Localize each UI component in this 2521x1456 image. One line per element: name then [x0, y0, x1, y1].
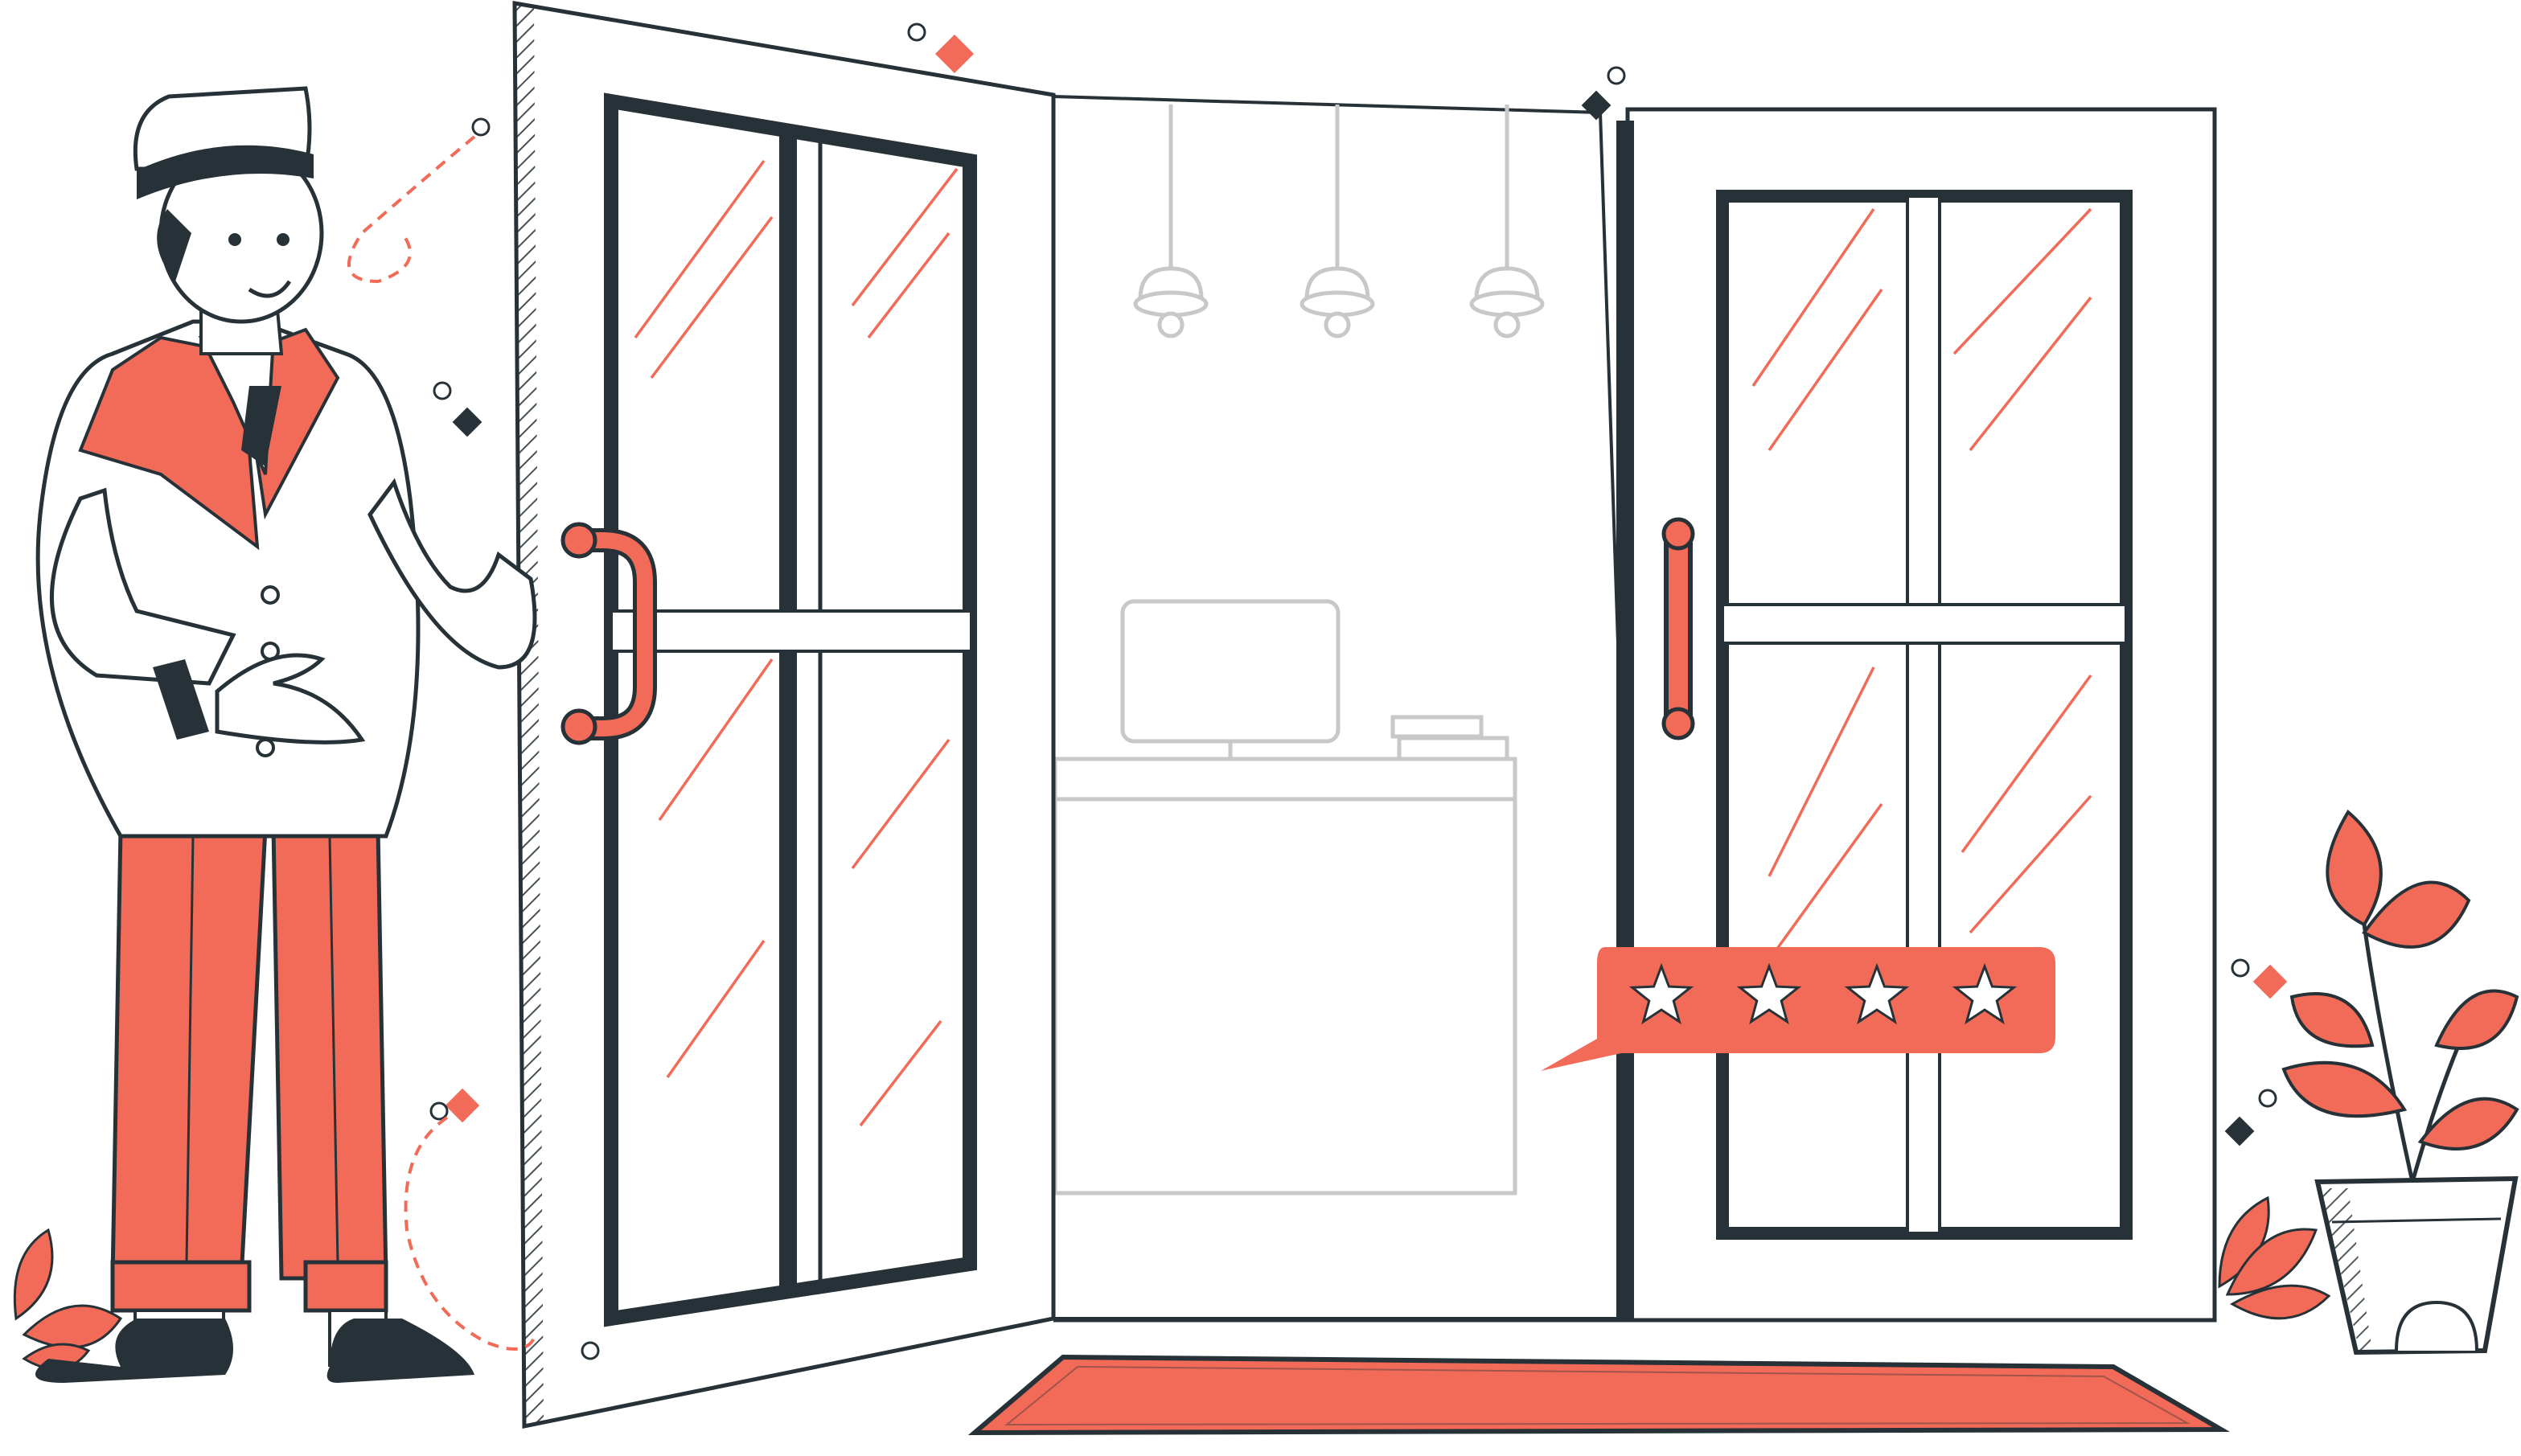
star-icon — [1844, 962, 1910, 1025]
dashed-loop — [347, 135, 476, 284]
computer-monitor-icon — [1120, 599, 1341, 761]
sparkle-diamond-icon — [2224, 1116, 2255, 1146]
rating-speech-bubble — [1541, 947, 2055, 1071]
pendant-lamp-icon — [1300, 105, 1375, 338]
glass-door-right — [1616, 107, 2217, 1323]
sparkle-diamond-icon — [2252, 964, 2288, 999]
sparkle-diamond-icon — [445, 1088, 480, 1123]
leaf-cluster-icon — [13, 1228, 123, 1371]
doorman — [35, 86, 537, 1383]
desk-papers — [1390, 715, 1509, 761]
sparkle-circle-icon — [429, 23, 2277, 1360]
door-handle-right — [1661, 517, 1695, 740]
leaf-cluster-icon — [2218, 1196, 2331, 1320]
pendant-lamp-icon — [1469, 105, 1545, 338]
lobby-interior — [1052, 94, 1643, 1323]
star-icon — [1736, 962, 1802, 1025]
door-handle-left — [560, 522, 657, 745]
sparkle-diamond-icon — [1581, 90, 1612, 121]
reception-desk-icon — [1053, 757, 1517, 1196]
star-icon — [1628, 962, 1694, 1025]
dashed-loop — [404, 1116, 537, 1351]
star-icon — [1952, 962, 2018, 1025]
sparkle-diamond-icon — [452, 407, 482, 437]
doormat — [967, 1354, 2231, 1436]
glass-door-left — [512, 1, 1056, 1429]
sparkle-diamond-icon — [934, 34, 975, 74]
pendant-lamp-icon — [1133, 105, 1209, 338]
potted-plant-icon — [2281, 809, 2519, 1356]
